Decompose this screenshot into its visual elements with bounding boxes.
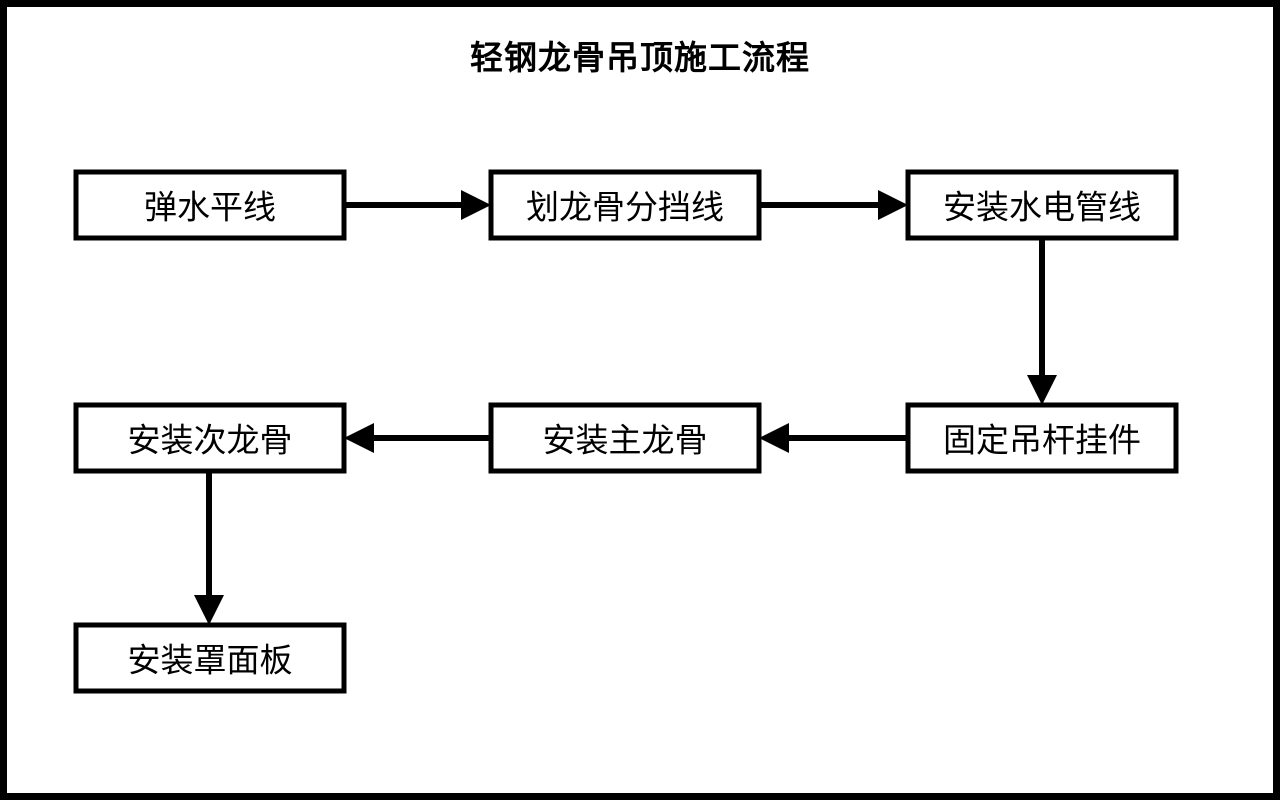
page-title: 轻钢龙骨吊顶施工流程 [470, 39, 810, 76]
flow-node-n5[interactable]: 安装主龙骨 [488, 402, 762, 474]
node-label: 划龙骨分挡线 [526, 189, 724, 226]
edge-n4-to-n5 [759, 423, 908, 453]
node-box[interactable] [73, 622, 347, 694]
arrowhead-left-icon [344, 423, 374, 453]
flow-node-n6[interactable]: 安装次龙骨 [73, 402, 347, 474]
node-box[interactable] [73, 402, 347, 474]
flow-node-n1[interactable]: 弹水平线 [73, 169, 347, 241]
arrowhead-right-icon [878, 190, 908, 220]
arrowhead-left-icon [759, 423, 789, 453]
node-box[interactable] [488, 169, 762, 241]
edge-n1-to-n2 [344, 190, 491, 220]
node-box[interactable] [905, 402, 1179, 474]
arrowhead-right-icon [461, 190, 491, 220]
node-label: 安装水电管线 [943, 189, 1141, 226]
node-label: 安装罩面板 [128, 642, 293, 679]
arrowhead-down-icon [194, 595, 224, 625]
node-box[interactable] [488, 402, 762, 474]
edge-n3-to-n4 [1027, 238, 1057, 405]
node-box[interactable] [905, 169, 1179, 241]
node-box[interactable] [73, 169, 347, 241]
edge-n2-to-n3 [759, 190, 908, 220]
node-label: 弹水平线 [144, 189, 276, 226]
node-label: 固定吊杆挂件 [943, 422, 1141, 459]
flow-node-n2[interactable]: 划龙骨分挡线 [488, 169, 762, 241]
node-label: 安装次龙骨 [128, 422, 293, 459]
flow-node-n4[interactable]: 固定吊杆挂件 [905, 402, 1179, 474]
node-label: 安装主龙骨 [543, 422, 708, 459]
flow-node-n7[interactable]: 安装罩面板 [73, 622, 347, 694]
flow-node-n3[interactable]: 安装水电管线 [905, 169, 1179, 241]
arrowhead-down-icon [1027, 375, 1057, 405]
edge-n5-to-n6 [344, 423, 491, 453]
edge-n6-to-n7 [194, 471, 224, 625]
